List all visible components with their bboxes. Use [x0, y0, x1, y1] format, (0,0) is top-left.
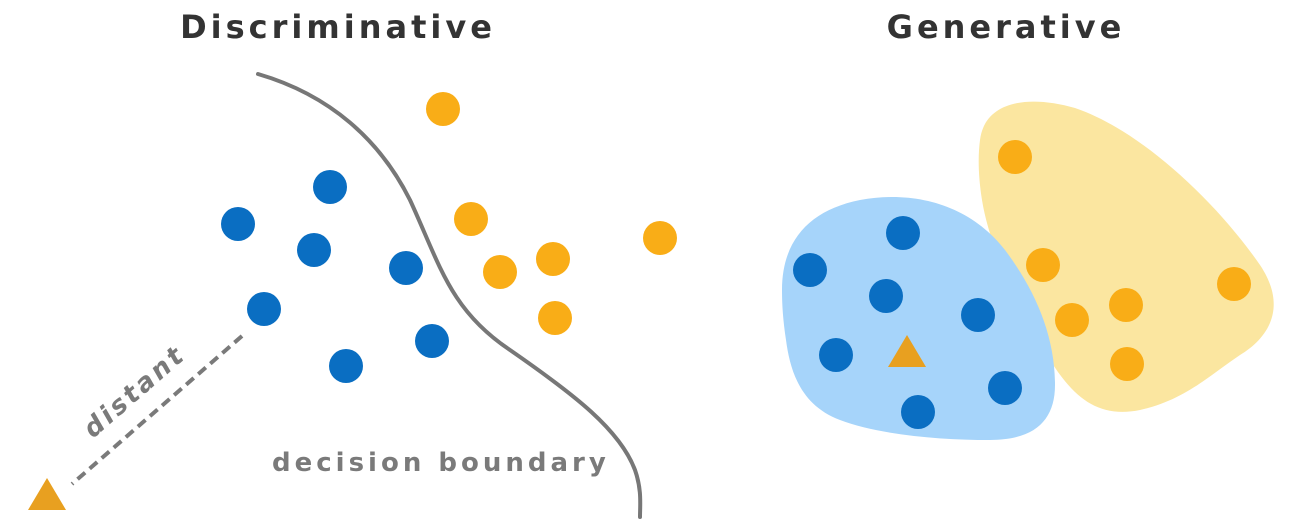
blue-point: [415, 324, 449, 358]
blue-point: [869, 279, 903, 313]
orange-point: [538, 301, 572, 335]
yellow-class-region: [978, 101, 1274, 412]
blue-point: [389, 251, 423, 285]
generative-title: Generative: [887, 8, 1126, 46]
orange-point: [643, 221, 677, 255]
blue-point: [247, 292, 281, 326]
blue-point: [819, 338, 853, 372]
decision-boundary-label: decision boundary: [272, 448, 610, 478]
distance-dashed-line: [70, 334, 244, 486]
orange-point: [1109, 288, 1143, 322]
query-triangle-distant: [28, 478, 66, 510]
blue-class-region: [782, 197, 1055, 440]
generative-orange-points: [998, 140, 1251, 381]
orange-point: [483, 255, 517, 289]
blue-point: [886, 216, 920, 250]
distant-label: distant: [78, 340, 192, 445]
blue-point: [988, 371, 1022, 405]
blue-point: [313, 170, 347, 204]
orange-point: [536, 242, 570, 276]
blue-point: [329, 349, 363, 383]
blue-point: [793, 253, 827, 287]
orange-point: [454, 202, 488, 236]
generative-blue-points: [793, 216, 1022, 429]
query-triangle-inside: [888, 335, 926, 367]
blue-point: [961, 298, 995, 332]
decision-boundary-curve: [256, 72, 643, 519]
blue-point: [901, 395, 935, 429]
discriminative-title: Discriminative: [180, 8, 496, 46]
orange-point: [1217, 267, 1251, 301]
discriminative-orange-points: [426, 92, 677, 335]
orange-point: [1055, 303, 1089, 337]
orange-point: [1110, 347, 1144, 381]
orange-point: [998, 140, 1032, 174]
discriminative-blue-points: [221, 170, 449, 383]
blue-point: [221, 207, 255, 241]
orange-point: [426, 92, 460, 126]
blue-point: [297, 233, 331, 267]
orange-point: [1026, 248, 1060, 282]
